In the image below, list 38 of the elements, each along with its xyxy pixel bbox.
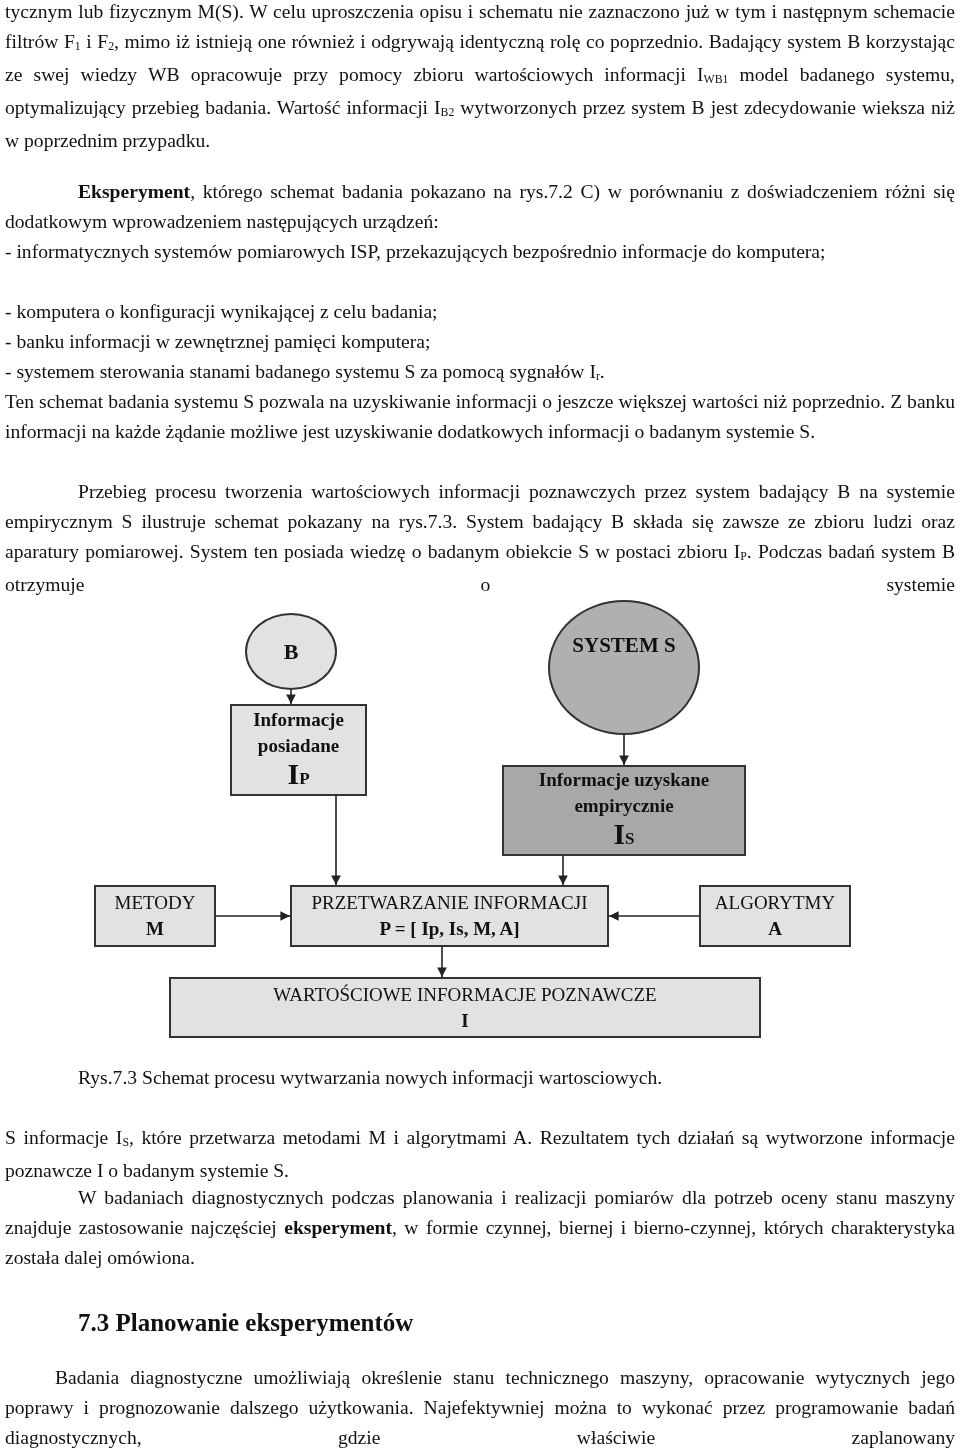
paragraph: Przebieg procesu tworzenia wartościowych informacji poznawczych przez system badający B na systemie empirycznym S ilustruje schemat pokazany na rys.7.3. System badający B składa się zawsze ze zbioru ludzi oraz aparatury pomiarowej. System ten posiada wiedzę o badanym obiekcie S w postaci zbioru I$_{P}$. Podczas badań system B otrzymuje o systemie xyxy=(5,480,955,597)
paragraph: S informacje I$_{S}$, które przetwarza metodami M i algorytmami A. Rezultatem tych działań są wytworzone informacje poznawcze I o badanym systemie S. xyxy=(5,1126,955,1183)
process-box xyxy=(502,765,746,856)
process-box xyxy=(290,885,609,947)
paragraph: W badaniach diagnostycznych podczas planowania i realizacji pomiarów dla potrzeb oceny stanu maszyny znajduje zastosowanie najczęściej eksperyment, w formie czynnej, biernej i bierno-czynnej, których charakterystyka została dalej omówiona. xyxy=(5,1186,955,1270)
node-label: Informacje uzyskane empirycznie xyxy=(537,768,711,818)
node-label: A xyxy=(768,917,782,941)
node-label: M xyxy=(146,917,164,941)
node-label: I xyxy=(461,1008,469,1033)
node-label: METODY xyxy=(114,891,196,915)
figure-caption: Rys.7.3 Schemat procesu wytwarzania nowych informacji wartosciowych. xyxy=(78,1066,663,1090)
arrow xyxy=(608,911,700,921)
node-label: B xyxy=(283,638,299,665)
node-label: SYSTEM S xyxy=(572,632,676,658)
node-label: Informacje posiadane xyxy=(252,707,345,758)
node-label: WARTOŚCIOWE INFORMACJE POZNAWCZE xyxy=(273,982,657,1007)
arrow xyxy=(286,689,296,705)
process-box xyxy=(94,885,216,947)
list-item: - systemem sterowania stanami badanego systemu S za pomocą sygnałów I$_{r}$. xyxy=(5,360,606,385)
paragraph: Ten schemat badania systemu S pozwala na uzyskiwanie informacji o jeszcze większej wartości niż poprzednio. Z banku informacji na każde żądanie możliwe jest uzyskiwanie dodatkowych informacji o badanym systemie S. xyxy=(5,390,955,444)
paragraph: Eksperyment, którego schemat badania pokazano na rys.7.2 C) w porównaniu z doświadczeniem różni się dodatkowym wprowadzeniem następujących urządzeń: xyxy=(5,180,955,234)
process-box xyxy=(699,885,851,947)
list-item: - informatycznych systemów pomiarowych ISP, przekazujących bezpośrednio informacje do komputera; xyxy=(5,240,827,264)
paragraph: Badania diagnostyczne umożliwiają określenie stanu technicznego maszyny, opracowanie wytycznych jego poprawy i prognozowanie dalszego użytkowania. Najefektywniej można to wykonać przez programowanie badań diagnostycznych, gdzie właściwie zaplanowany xyxy=(5,1366,955,1450)
process-box xyxy=(230,704,367,796)
node-label: ALGORYTMY xyxy=(714,891,836,915)
arrow xyxy=(215,911,291,921)
arrow xyxy=(437,946,447,978)
node-label: P = [ Ip, Is, M, A] xyxy=(379,917,520,941)
list-item: - komputera o konfiguracji wynikającej z celu badania; xyxy=(5,300,439,324)
section-heading: 7.3 Planowanie eksperymentów xyxy=(78,1308,414,1338)
paragraph: tycznym lub fizycznym M(S). W celu uproszczenia opisu i schematu nie zaznaczono już w tym i następnym schemacie filtrów F$_{1}$ i F$_{2}$, mimo iż istnieją one również i odgrywają identyczną rolę co poprzednio. Badający system B korzystając ze swej wiedzy WB opracowuje przy pomocy zbioru wartościowych informacji I$_{WB1}$ model badanego systemu, optymalizujący przebieg badania. Wartość informacji I$_{B2}$ wytworzonych przez system B jest zdecydowanie wieksza niż w poprzednim przypadku. xyxy=(5,0,955,153)
node-label: PRZETWARZANIE INFORMACJI xyxy=(311,891,588,915)
list-item: - banku informacji w zewnętrznej pamięci komputera; xyxy=(5,330,432,354)
arrow xyxy=(331,795,341,886)
arrow xyxy=(619,734,629,766)
arrow xyxy=(558,855,568,886)
process-box xyxy=(169,977,761,1038)
